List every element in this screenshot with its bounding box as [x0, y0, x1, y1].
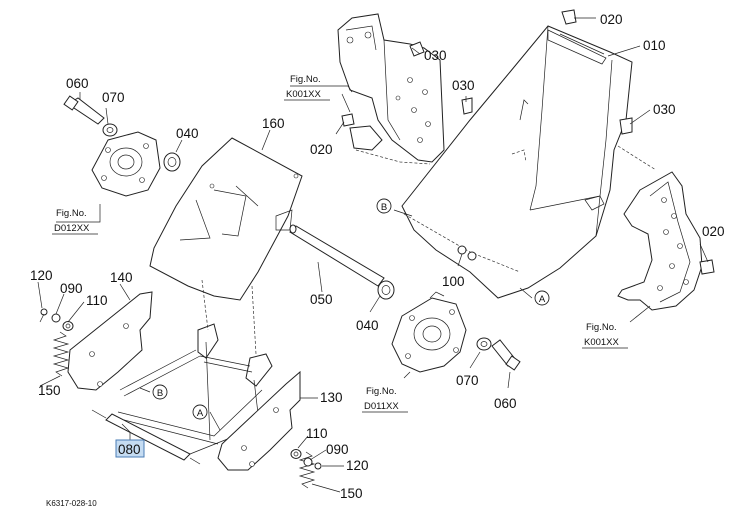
part-label-090[interactable]: 090: [326, 442, 349, 457]
part-label-080[interactable]: 080: [118, 442, 141, 457]
right-bracket: [617, 145, 703, 311]
part-label-070[interactable]: 070: [102, 90, 125, 105]
plate-part-130: [217, 370, 301, 471]
fig-ref-code[interactable]: K001XX: [584, 337, 620, 348]
part-label-150[interactable]: 150: [38, 383, 61, 398]
housing-center: [391, 291, 467, 373]
part-label-140[interactable]: 140: [110, 270, 133, 285]
svg-text:B: B: [157, 388, 163, 399]
part-label-020[interactable]: 020: [600, 12, 623, 27]
fig-ref-label: Fig.No.: [586, 322, 617, 333]
top-bracket: [337, 13, 445, 165]
figure-id: K6317-028-10: [46, 499, 97, 508]
svg-text:B: B: [381, 202, 387, 213]
part-label-060[interactable]: 060: [66, 76, 89, 91]
fig-ref-code[interactable]: D012XX: [54, 223, 90, 234]
part-label-050[interactable]: 050: [310, 292, 333, 307]
bolts-020: [341, 9, 715, 275]
part-label-120[interactable]: 120: [346, 458, 369, 473]
part-label-010[interactable]: 010: [643, 38, 666, 53]
fig-ref-code[interactable]: D011XX: [364, 401, 399, 412]
part-label-020[interactable]: 020: [310, 142, 333, 157]
spring-part-150-left: [52, 331, 70, 377]
part-label-110[interactable]: 110: [86, 293, 108, 308]
fig-ref-label: Fig.No.: [290, 74, 321, 85]
bolt-part-060-left: [63, 95, 105, 125]
part-label-110[interactable]: 110: [306, 426, 328, 441]
part-label-040[interactable]: 040: [356, 318, 379, 333]
bolt-part-060-right: [491, 339, 521, 371]
bushing-part-040-upper: [163, 152, 181, 172]
hardware-right: [290, 449, 322, 470]
housing-left: [91, 131, 161, 197]
part-label-070[interactable]: 070: [456, 373, 479, 388]
clips-030: [409, 41, 633, 135]
shaft-part-050: [289, 224, 385, 287]
part-label-150[interactable]: 150: [340, 486, 363, 501]
part-label-020[interactable]: 020: [702, 224, 725, 239]
plate-part-140: [67, 291, 153, 391]
hopper-part-010: [401, 25, 633, 299]
bolt-part-100: [457, 245, 477, 261]
fig-ref-label: Fig.No.: [56, 208, 87, 219]
washer-part-070-right: [476, 337, 492, 351]
fig-ref-code[interactable]: K001XX: [286, 89, 322, 100]
leader-lines: [37, 17, 709, 493]
part-label-030[interactable]: 030: [452, 78, 475, 93]
part-label-160[interactable]: 160: [262, 116, 285, 131]
svg-text:A: A: [197, 408, 204, 419]
part-label-060[interactable]: 060: [494, 396, 517, 411]
spring-part-150-right: [298, 451, 316, 489]
plate-part-160: [149, 137, 303, 301]
frame-linkage: [117, 279, 273, 459]
part-label-090[interactable]: 090: [60, 281, 83, 296]
marker-b-lower: B: [152, 384, 168, 400]
part-label-130[interactable]: 130: [320, 390, 343, 405]
rod-part-080: [91, 409, 201, 465]
part-label-120[interactable]: 120: [30, 268, 53, 283]
marker-a-lower: A: [192, 404, 208, 420]
marker-b-upper: B: [376, 198, 392, 214]
part-label-030[interactable]: 030: [653, 102, 676, 117]
svg-text:A: A: [539, 294, 546, 305]
selected-part-highlight: [115, 439, 145, 458]
marker-a-upper: A: [534, 290, 550, 306]
bushing-part-040-lower: [377, 280, 395, 300]
fig-ref-label: Fig.No.: [366, 386, 397, 397]
part-label-100[interactable]: 100: [442, 274, 465, 289]
part-label-030[interactable]: 030: [424, 48, 447, 63]
part-label-040[interactable]: 040: [176, 126, 199, 141]
washer-part-070-left: [102, 123, 118, 137]
